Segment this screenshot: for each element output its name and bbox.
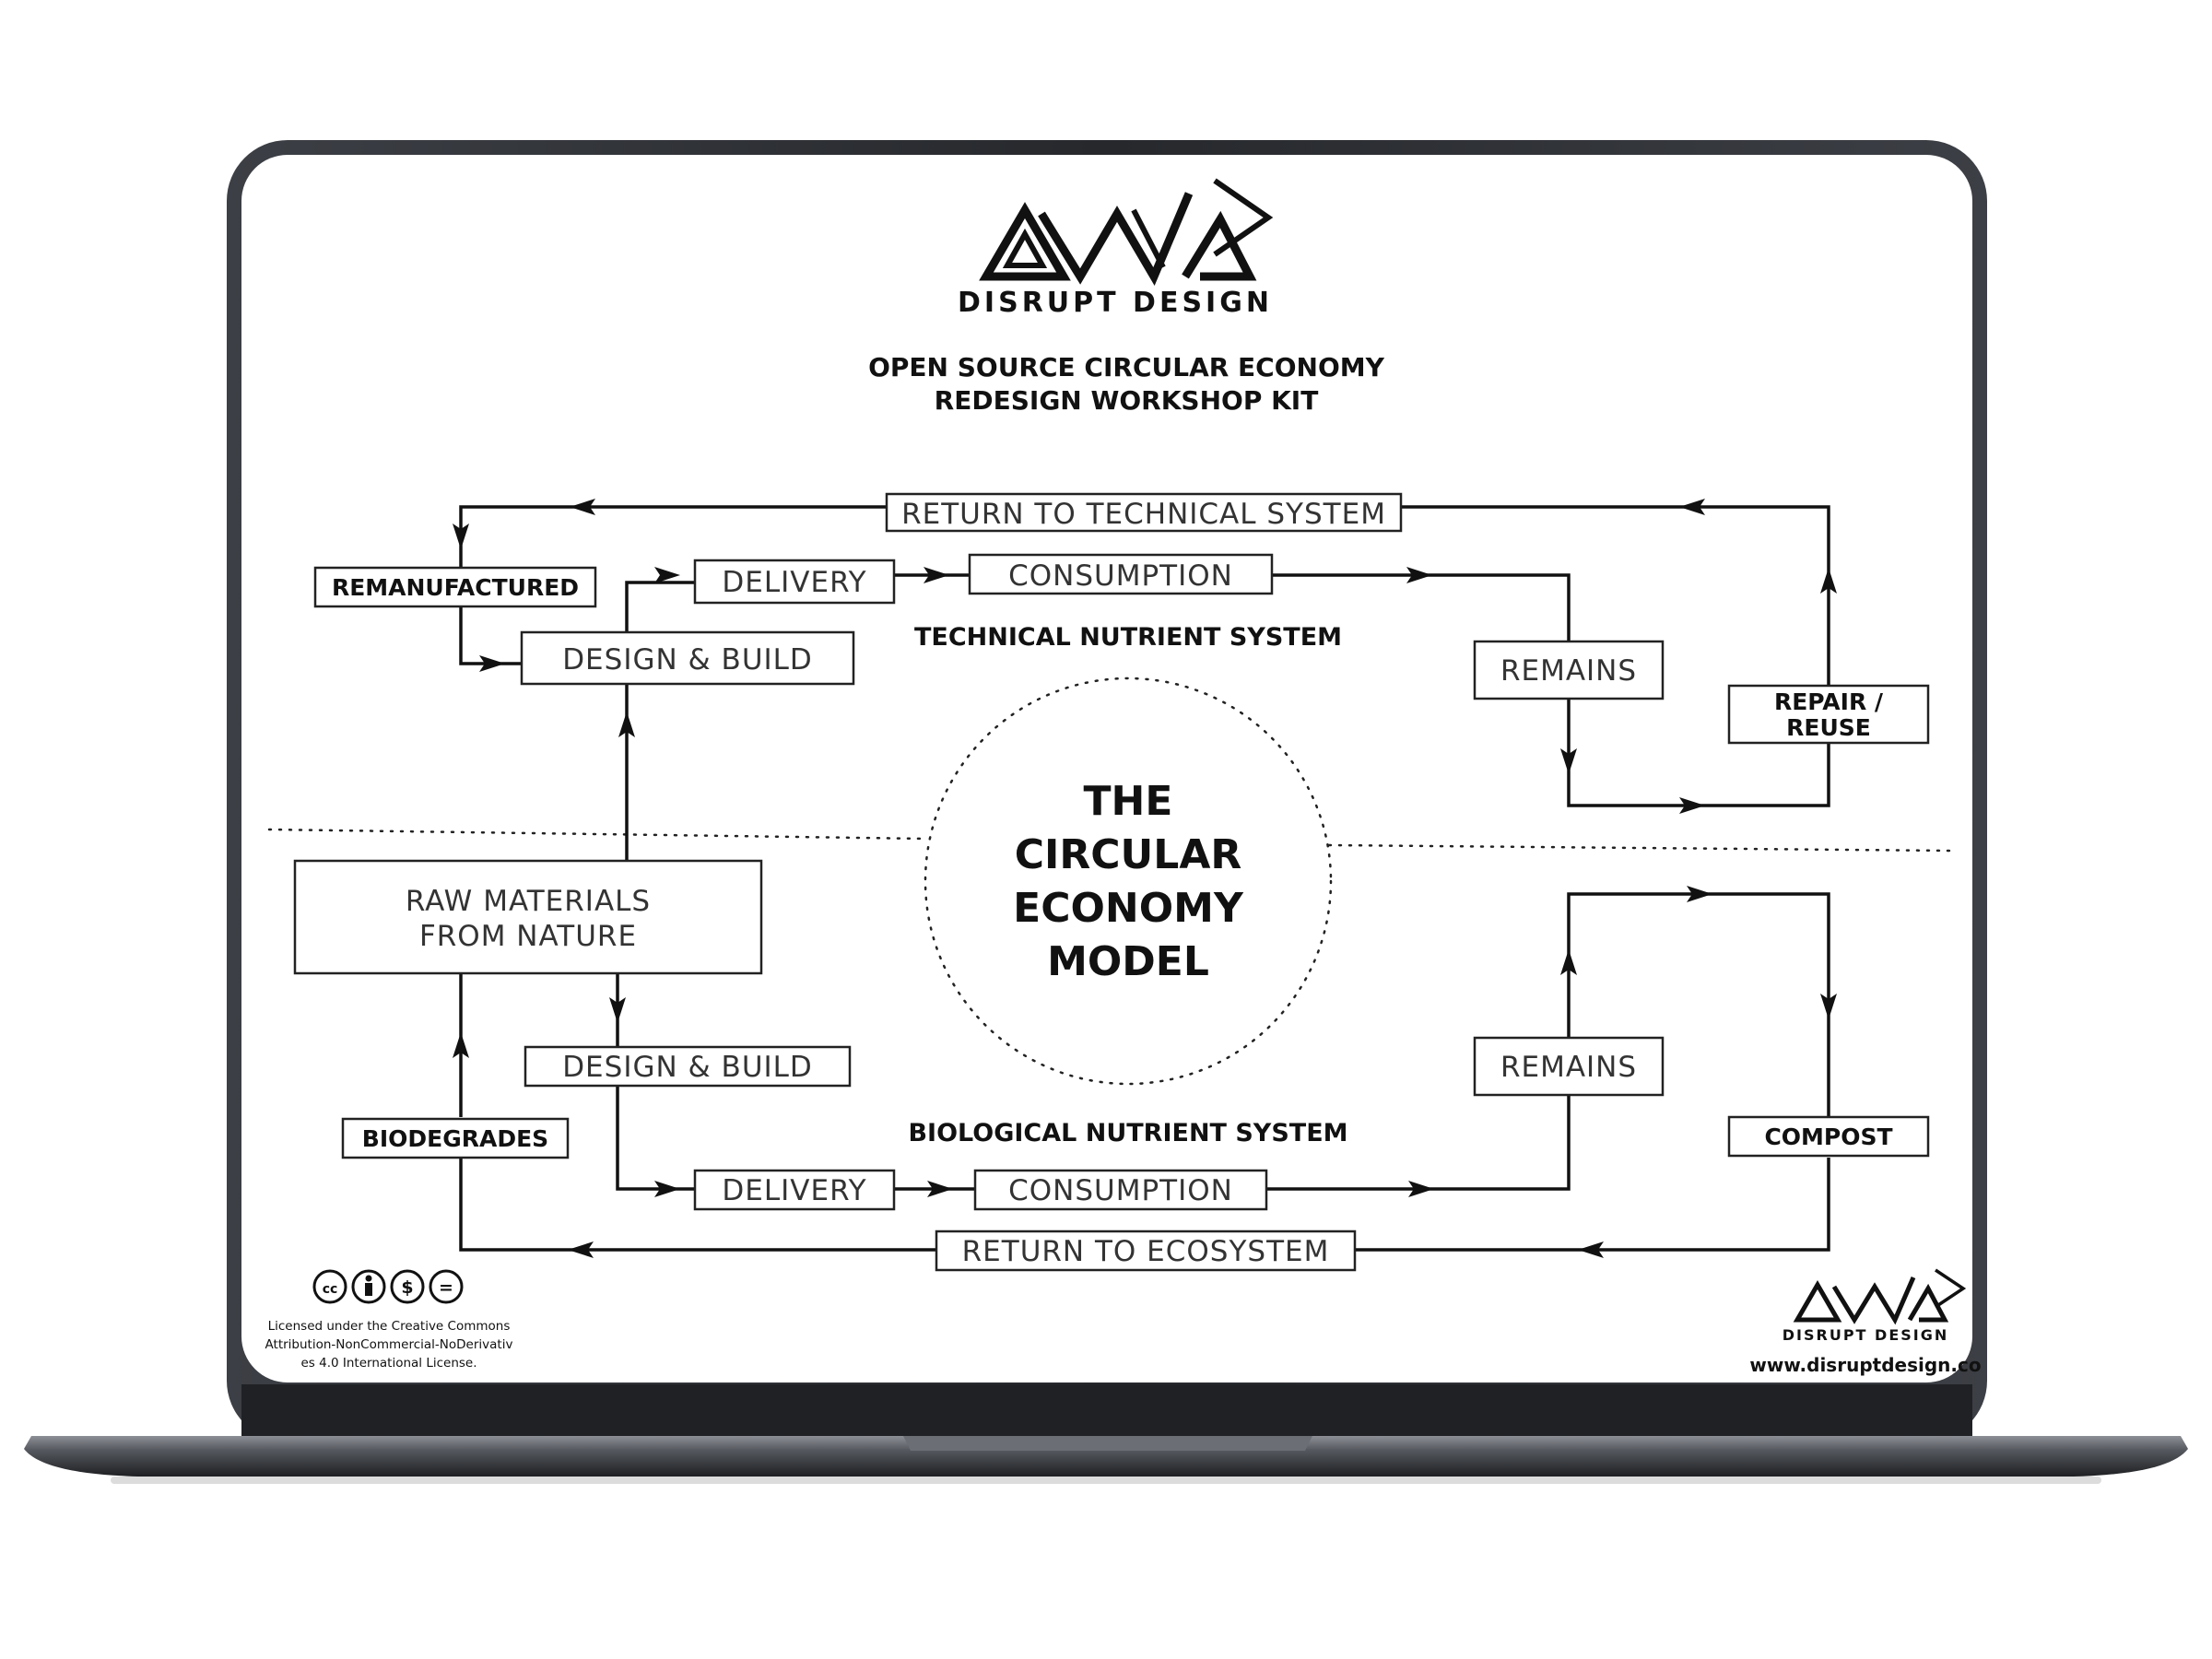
- biological-delivery-label: DELIVERY: [722, 1174, 866, 1207]
- box-return-ecosystem: RETURN TO ECOSYSTEM: [935, 1230, 1357, 1272]
- box-technical-consumption: CONSUMPTION: [968, 553, 1274, 595]
- laptop-base: [24, 1436, 2188, 1477]
- box-return-technical: RETURN TO TECHNICAL SYSTEM: [885, 492, 1403, 533]
- raw-materials-label-line1: RAW MATERIALS: [406, 885, 651, 918]
- biological-flow-arrows: [453, 886, 1837, 1258]
- repair-reuse-label-line1: REPAIR /: [1774, 688, 1884, 715]
- arrow-down-icon: [1820, 994, 1837, 1019]
- divider-right-dotted: [1327, 843, 1952, 853]
- box-biological-design-build: DESIGN & BUILD: [524, 1045, 852, 1088]
- license-text-line3: es 4.0 International License.: [300, 1356, 477, 1371]
- center-title-line4: MODEL: [1047, 938, 1209, 985]
- brand-name: DISRUPT DESIGN: [958, 287, 1273, 319]
- arrow-down-icon: [609, 997, 626, 1023]
- raw-materials-label-line2: FROM NATURE: [419, 920, 637, 953]
- laptop-chin: [241, 1384, 1972, 1440]
- page-title-line2: REDESIGN WORKSHOP KIT: [935, 385, 1319, 416]
- technical-delivery-label: DELIVERY: [722, 566, 866, 599]
- arrow-down-icon: [1560, 748, 1577, 774]
- arrow-right-icon: [1679, 797, 1705, 814]
- box-biological-delivery: DELIVERY: [693, 1169, 896, 1211]
- center-title-line1: THE: [1084, 778, 1173, 825]
- repair-reuse-label-line2: REUSE: [1786, 714, 1871, 741]
- biodegrades-label: BIODEGRADES: [362, 1125, 548, 1152]
- nc-icon: [390, 1269, 425, 1304]
- arrow-right-icon: [1406, 567, 1432, 583]
- compost-label: COMPOST: [1764, 1124, 1892, 1150]
- license-text-line1: Licensed under the Creative Commons: [268, 1319, 511, 1334]
- disrupt-design-logo: [979, 178, 1274, 287]
- arrow-right-icon: [654, 567, 680, 583]
- cc-icon: [312, 1269, 347, 1304]
- arrow-right-icon: [924, 567, 949, 583]
- box-technical-design-build: DESIGN & BUILD: [520, 630, 855, 686]
- arrow-left-icon: [570, 499, 595, 515]
- website-url[interactable]: www.disruptdesign.co: [1749, 1354, 1981, 1376]
- arrow-right-icon: [654, 1181, 680, 1197]
- box-compost: COMPOST: [1727, 1115, 1930, 1158]
- arrow-right-icon: [479, 655, 505, 672]
- technical-system-label: TECHNICAL NUTRIENT SYSTEM: [914, 623, 1342, 652]
- box-technical-remains: REMAINS: [1473, 640, 1665, 700]
- footer-logo: [1793, 1268, 1967, 1325]
- return-technical-label: RETURN TO TECHNICAL SYSTEM: [901, 498, 1386, 531]
- cc-license-icons: cc $ =: [312, 1269, 464, 1304]
- nc-icon-glyph: $: [401, 1277, 413, 1298]
- box-repair-reuse: REPAIR / REUSE: [1727, 684, 1930, 745]
- center-title-line3: ECONOMY: [1013, 885, 1244, 932]
- nd-icon-glyph: =: [439, 1277, 453, 1298]
- technical-flow-arrows: [453, 499, 1837, 814]
- laptop-shadow: [111, 1477, 2101, 1484]
- arrow-right-icon: [1687, 886, 1712, 902]
- arrow-down-icon: [453, 524, 469, 549]
- box-technical-delivery: DELIVERY: [693, 559, 896, 605]
- technical-design-build-label: DESIGN & BUILD: [562, 643, 813, 677]
- footer-brand-name: DISRUPT DESIGN: [1783, 1326, 1949, 1344]
- arrow-left-icon: [1679, 499, 1705, 515]
- divider-left-dotted: [267, 828, 927, 841]
- nd-icon: [429, 1269, 464, 1304]
- box-remanufactured: REMANUFACTURED: [313, 566, 597, 608]
- remanufactured-label: REMANUFACTURED: [332, 574, 579, 601]
- cc-icon-glyph: cc: [323, 1282, 338, 1297]
- license-text-line2: Attribution-NonCommercial-NoDerivativ: [265, 1337, 513, 1352]
- arrow-right-icon: [1408, 1181, 1434, 1197]
- arrow-up-icon: [453, 1032, 469, 1058]
- center-dotted-circle: [924, 677, 1333, 1086]
- arrow-up-icon: [1560, 949, 1577, 975]
- arrow-left-icon: [568, 1241, 594, 1258]
- page-title-line1: OPEN SOURCE CIRCULAR ECONOMY: [868, 352, 1385, 382]
- box-raw-materials: RAW MATERIALS FROM NATURE: [293, 859, 763, 975]
- biological-remains-label: REMAINS: [1500, 1051, 1637, 1084]
- biological-design-build-label: DESIGN & BUILD: [562, 1051, 813, 1084]
- laptop-hinge-notch: [903, 1436, 1312, 1451]
- box-biological-remains: REMAINS: [1473, 1036, 1665, 1097]
- arrow-up-icon: [618, 712, 635, 737]
- arrow-right-icon: [927, 1181, 953, 1197]
- box-biodegrades: BIODEGRADES: [341, 1117, 570, 1159]
- biological-system-label: BIOLOGICAL NUTRIENT SYSTEM: [908, 1119, 1347, 1147]
- technical-consumption-label: CONSUMPTION: [1008, 559, 1233, 593]
- biological-consumption-label: CONSUMPTION: [1008, 1174, 1233, 1207]
- arrow-left-icon: [1578, 1241, 1604, 1258]
- technical-remains-label: REMAINS: [1500, 654, 1637, 688]
- box-biological-consumption: CONSUMPTION: [973, 1169, 1268, 1211]
- return-ecosystem-label: RETURN TO ECOSYSTEM: [962, 1235, 1330, 1268]
- arrow-up-icon: [1820, 568, 1837, 594]
- center-title-line2: CIRCULAR: [1015, 831, 1242, 878]
